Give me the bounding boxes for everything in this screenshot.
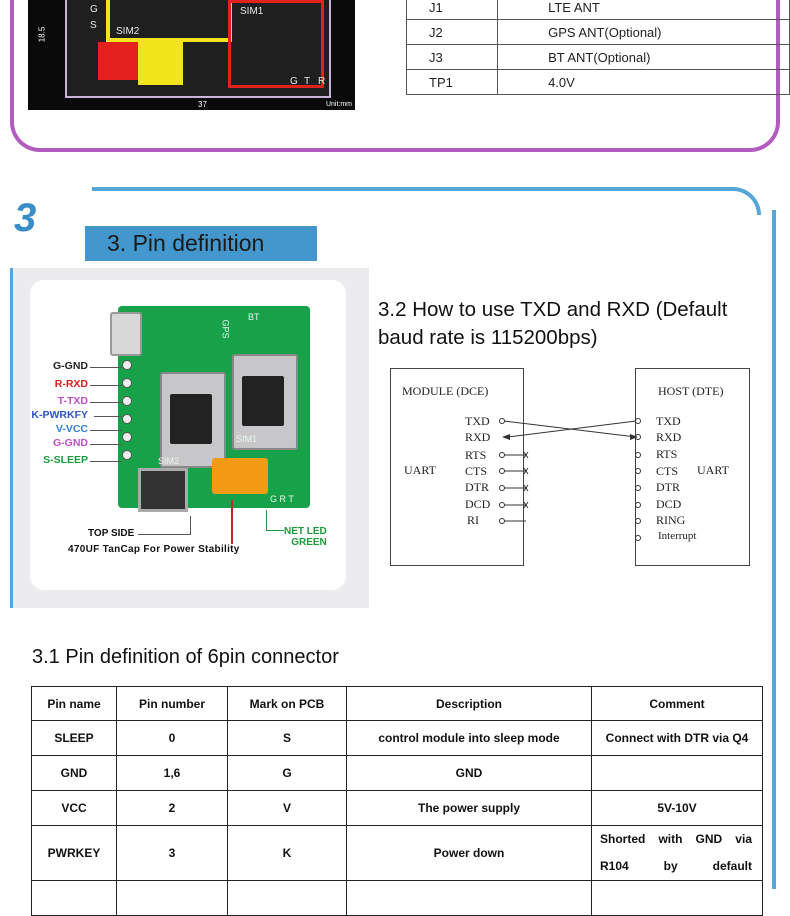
pcb-label-g: G xyxy=(90,4,98,15)
silk-gps: GPS xyxy=(220,319,231,339)
regulator-chip xyxy=(138,468,188,512)
pcb-dim-height: 18.5 xyxy=(37,26,47,43)
silk-sim1: SIM1 xyxy=(236,434,258,444)
dte-box xyxy=(635,368,750,566)
tancap-note: 470UF TanCap For Power Stability xyxy=(68,544,240,555)
dte-signal-cts: CTS xyxy=(656,464,679,478)
pin-label-t-txd: T-TXD xyxy=(57,395,88,407)
silk-bt: BT xyxy=(248,312,260,322)
dte-signal-dtr: DTR xyxy=(656,480,680,494)
table-row xyxy=(31,880,763,916)
col-header: Comment xyxy=(591,686,763,721)
dte-signal-dcd: DCD xyxy=(656,497,682,511)
dce-box xyxy=(390,368,524,566)
dce-signal-dcd: DCD xyxy=(465,497,491,511)
net-led-label: NET LED GREEN xyxy=(284,526,327,548)
col-header: Description xyxy=(346,686,592,721)
silk-sim2: SIM2 xyxy=(158,456,180,466)
section-title: 3. Pin definition xyxy=(85,226,317,261)
pcb-layout-image: SIM1 SIM2 G S G T R 18.5 37 Unit:mm xyxy=(28,0,355,110)
col-header: Mark on PCB xyxy=(227,686,347,721)
table-header-row: Pin name Pin number Mark on PCB Descript… xyxy=(31,686,763,721)
pin-table-heading: 3.1 Pin definition of 6pin connector xyxy=(32,646,339,668)
pin-label-r-rxd: R-RXD xyxy=(54,378,88,390)
pcb-label-t: T xyxy=(304,76,311,87)
pcb-label-g2: G xyxy=(290,76,298,87)
module-board-photo: GPS BT SIM2 SIM1 G R T xyxy=(110,306,310,512)
table-row: PWRKEY 3 K Power down Shorted with GND v… xyxy=(31,825,763,881)
dte-signal-ring: RING xyxy=(656,513,686,527)
dce-title: MODULE (DCE) xyxy=(402,384,489,398)
pin-label-g-gnd-2: G-GND xyxy=(53,437,88,449)
sim1-slot xyxy=(232,354,298,450)
dce-signal-txd: TXD xyxy=(465,414,490,428)
pin-label-v-vcc: V-VCC xyxy=(55,423,88,435)
dte-uart-label: UART xyxy=(697,463,729,477)
dte-signal-rxd: RXD xyxy=(656,430,682,444)
col-header: Pin name xyxy=(31,686,117,721)
table-row: GND 1,6 G GND xyxy=(31,755,763,791)
dte-signal-rts: RTS xyxy=(656,447,678,461)
dce-signal-ri: RI xyxy=(467,513,479,527)
dce-signal-cts: CTS xyxy=(465,464,488,478)
pcb-label-sim2: SIM2 xyxy=(116,26,140,37)
usb-connector xyxy=(110,312,142,356)
tantalum-capacitor xyxy=(212,458,268,494)
dte-signal-interrupt: Interrupt xyxy=(658,530,697,542)
pcb-dim-width: 37 xyxy=(198,100,207,109)
uart-heading: 3.2 How to use TXD and RXD (Default baud… xyxy=(378,298,728,349)
dce-signal-rxd: RXD xyxy=(465,430,491,444)
dce-signal-rts: RTS xyxy=(465,448,487,462)
pin-label-s-sleep: S-SLEEP xyxy=(43,454,88,466)
pin-label-k-pwrkfy: K-PWRKFY xyxy=(31,409,88,421)
table-row: SLEEP 0 S control module into sleep mode… xyxy=(31,720,763,756)
pcb-label-s: S xyxy=(90,20,97,31)
section-number: 3 xyxy=(14,196,37,240)
dte-title: HOST (DTE) xyxy=(658,384,724,398)
silk-grt: G R T xyxy=(270,494,294,504)
uart-wiring-diagram xyxy=(499,418,641,541)
table-row: VCC 2 V The power supply 5V-10V xyxy=(31,790,763,826)
pcb-label-sim1: SIM1 xyxy=(240,6,264,17)
pin-header xyxy=(122,360,132,460)
pcb-unit-label: Unit:mm xyxy=(325,101,352,108)
section-border-right xyxy=(772,210,776,889)
dce-signal-dtr: DTR xyxy=(465,480,489,494)
pin-definition-table: Pin name Pin number Mark on PCB Descript… xyxy=(31,686,763,916)
dte-signal-txd: TXD xyxy=(656,414,681,428)
sim2-slot xyxy=(160,372,226,468)
section-border-top xyxy=(92,187,761,215)
top-side-label: TOP SIDE xyxy=(88,528,135,539)
dce-uart-label: UART xyxy=(404,463,436,477)
pcb-label-r: R xyxy=(318,76,326,87)
col-header: Pin number xyxy=(116,686,228,721)
pin-label-g-gnd: G-GND xyxy=(53,360,88,372)
